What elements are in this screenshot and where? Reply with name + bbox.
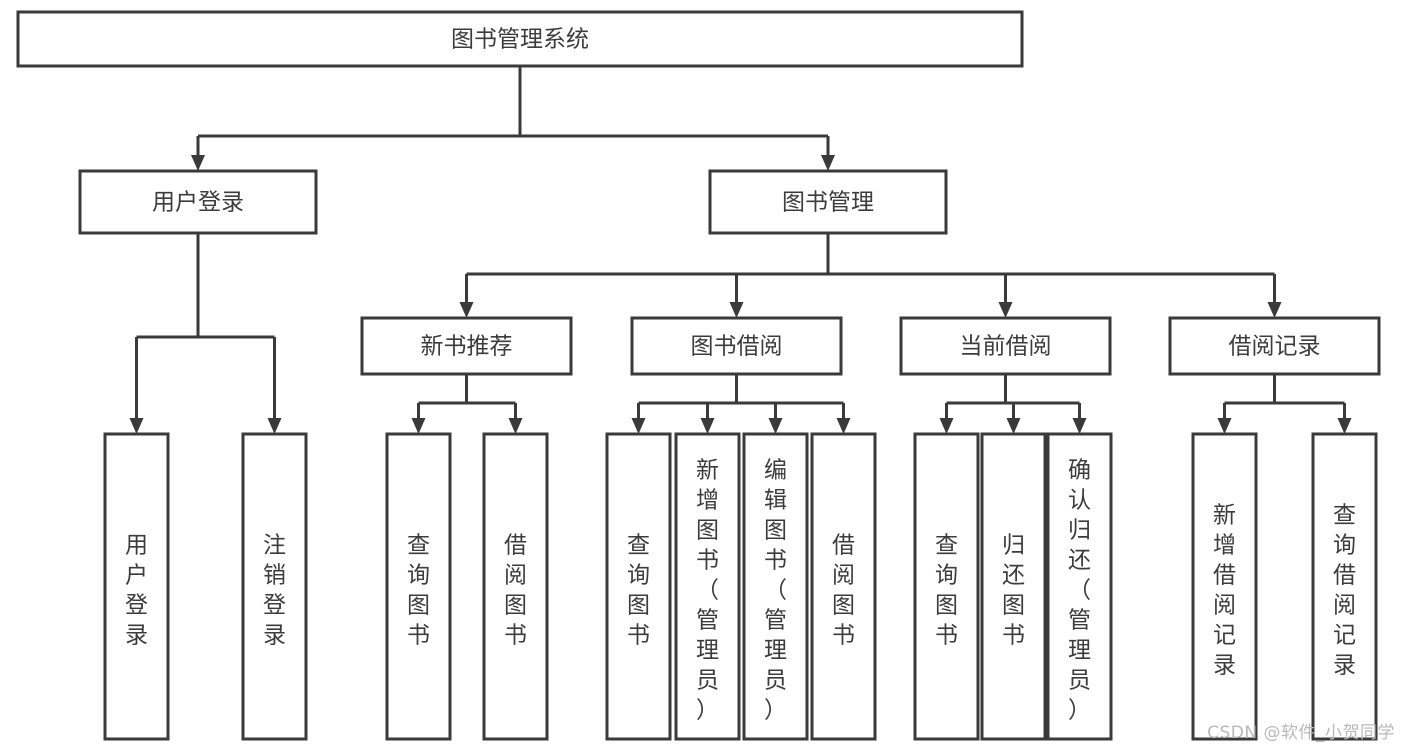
arrow-head-icon bbox=[1217, 418, 1232, 434]
node-box-root[interactable] bbox=[16, 10, 1024, 68]
node-box-borrow[interactable] bbox=[630, 316, 843, 376]
node-layer: 图书管理系统用户登录图书管理新书推荐图书借阅当前借阅借阅记录用户登录注销登录查询… bbox=[16, 10, 1381, 741]
node-box-l-borrow2[interactable] bbox=[810, 432, 877, 741]
node-box-l-editbook[interactable] bbox=[742, 432, 809, 741]
connector-group-bookmgmt bbox=[459, 233, 1282, 318]
node-current[interactable]: 当前借阅 bbox=[899, 316, 1112, 376]
node-label-l-confirm: 确认归还（管理员） bbox=[1068, 457, 1091, 723]
arrow-head-icon bbox=[129, 418, 144, 434]
connector-group-root bbox=[191, 66, 835, 171]
arrow-head-icon bbox=[1337, 418, 1352, 434]
arrow-head-icon bbox=[821, 155, 835, 171]
node-box-l-addbook[interactable] bbox=[674, 432, 741, 741]
node-label-l-qrec: 查询借阅记录 bbox=[1333, 502, 1356, 678]
node-box-l-confirm[interactable] bbox=[1046, 432, 1113, 741]
node-label-newrec: 新书推荐 bbox=[421, 334, 513, 360]
node-box-bookmgmt[interactable] bbox=[708, 169, 948, 235]
arrow-head-icon bbox=[1072, 418, 1087, 434]
node-label-records: 借阅记录 bbox=[1229, 334, 1321, 360]
node-label-l-borrow2: 借阅图书 bbox=[832, 532, 855, 648]
connector-group-newrec bbox=[411, 374, 523, 434]
node-bookmgmt[interactable]: 图书管理 bbox=[708, 169, 948, 235]
node-records[interactable]: 借阅记录 bbox=[1168, 316, 1381, 376]
node-box-l-borrow1[interactable] bbox=[482, 432, 549, 741]
node-box-l-qbook1[interactable] bbox=[385, 432, 452, 741]
node-box-login[interactable] bbox=[78, 169, 318, 235]
node-l-return[interactable]: 归还图书 bbox=[980, 432, 1047, 741]
node-login[interactable]: 用户登录 bbox=[78, 169, 318, 235]
node-label-l-return: 归还图书 bbox=[1002, 532, 1025, 648]
node-box-l-qrec[interactable] bbox=[1311, 432, 1378, 741]
arrow-head-icon bbox=[508, 418, 523, 434]
node-label-l-editbook: 编辑图书（管理员） bbox=[764, 457, 787, 723]
arrow-head-icon bbox=[411, 418, 426, 434]
node-box-l-userlogin[interactable] bbox=[103, 432, 170, 741]
node-l-qbook1[interactable]: 查询图书 bbox=[385, 432, 452, 741]
node-label-current: 当前借阅 bbox=[960, 334, 1052, 360]
connector-group-borrow bbox=[631, 374, 851, 434]
arrow-head-icon bbox=[1267, 302, 1282, 318]
node-box-l-addrec[interactable] bbox=[1191, 432, 1258, 741]
node-label-l-qbook2: 查询图书 bbox=[627, 532, 650, 648]
arrow-head-icon bbox=[998, 302, 1013, 318]
arrow-head-icon bbox=[836, 418, 851, 434]
node-borrow[interactable]: 图书借阅 bbox=[630, 316, 843, 376]
node-l-qrec[interactable]: 查询借阅记录 bbox=[1311, 432, 1378, 741]
node-box-l-qbook3[interactable] bbox=[913, 432, 980, 741]
node-l-addrec[interactable]: 新增借阅记录 bbox=[1191, 432, 1258, 741]
node-label-l-borrow1: 借阅图书 bbox=[504, 532, 527, 648]
connector-layer bbox=[129, 66, 1352, 434]
node-box-l-qbook2[interactable] bbox=[605, 432, 672, 741]
node-box-newrec[interactable] bbox=[360, 316, 573, 376]
connector-group-login bbox=[129, 233, 282, 434]
node-label-l-qbook1: 查询图书 bbox=[407, 532, 430, 648]
arrow-head-icon bbox=[939, 418, 954, 434]
node-l-borrow1[interactable]: 借阅图书 bbox=[482, 432, 549, 741]
node-l-logout[interactable]: 注销登录 bbox=[241, 432, 308, 741]
node-l-editbook[interactable]: 编辑图书（管理员） bbox=[742, 432, 809, 741]
arrow-head-icon bbox=[1006, 418, 1021, 434]
node-label-borrow: 图书借阅 bbox=[691, 334, 783, 360]
connector-group-records bbox=[1217, 374, 1352, 434]
node-l-qbook2[interactable]: 查询图书 bbox=[605, 432, 672, 741]
arrow-head-icon bbox=[267, 418, 282, 434]
node-l-confirm[interactable]: 确认归还（管理员） bbox=[1046, 432, 1113, 741]
arrow-head-icon bbox=[191, 155, 205, 171]
watermark-text: CSDN @软件_小贺同学 bbox=[1207, 723, 1395, 743]
node-root[interactable]: 图书管理系统 bbox=[16, 10, 1024, 68]
node-l-addbook[interactable]: 新增图书（管理员） bbox=[674, 432, 741, 741]
arrow-head-icon bbox=[729, 302, 744, 318]
node-box-l-return[interactable] bbox=[980, 432, 1047, 741]
node-label-l-qbook3: 查询图书 bbox=[935, 532, 958, 648]
node-label-l-userlogin: 用户登录 bbox=[125, 532, 148, 648]
connector-group-current bbox=[939, 374, 1087, 434]
node-label-l-logout: 注销登录 bbox=[263, 532, 286, 648]
node-label-login: 用户登录 bbox=[152, 190, 244, 216]
node-box-current[interactable] bbox=[899, 316, 1112, 376]
node-box-records[interactable] bbox=[1168, 316, 1381, 376]
node-box-l-logout[interactable] bbox=[241, 432, 308, 741]
node-label-bookmgmt: 图书管理 bbox=[782, 190, 874, 216]
node-label-l-addrec: 新增借阅记录 bbox=[1213, 502, 1236, 678]
node-l-qbook3[interactable]: 查询图书 bbox=[913, 432, 980, 741]
arrow-head-icon bbox=[768, 418, 783, 434]
node-label-root: 图书管理系统 bbox=[451, 27, 589, 53]
arrow-head-icon bbox=[459, 302, 474, 318]
node-l-borrow2[interactable]: 借阅图书 bbox=[810, 432, 877, 741]
node-label-l-addbook: 新增图书（管理员） bbox=[696, 457, 719, 723]
node-newrec[interactable]: 新书推荐 bbox=[360, 316, 573, 376]
arrow-head-icon bbox=[700, 418, 715, 434]
node-l-userlogin[interactable]: 用户登录 bbox=[103, 432, 170, 741]
arrow-head-icon bbox=[631, 418, 646, 434]
